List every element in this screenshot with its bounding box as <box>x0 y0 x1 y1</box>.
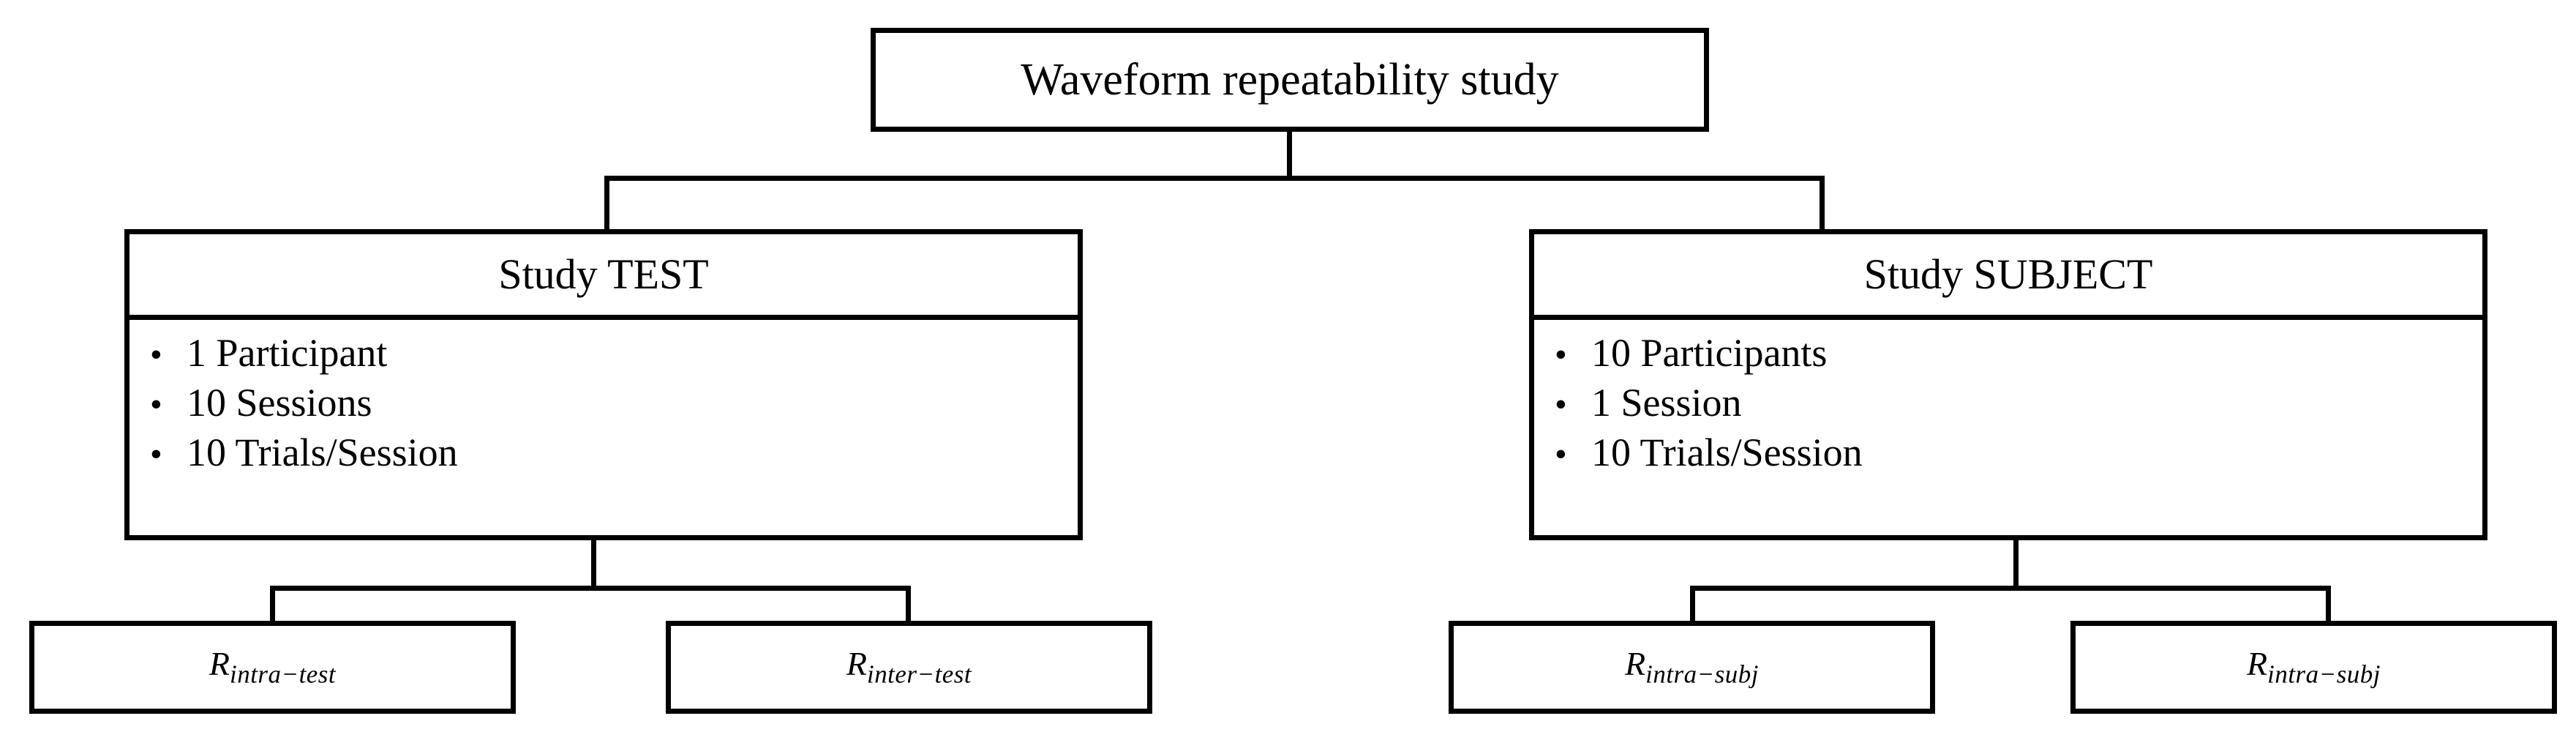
leaf-node-label: Rintra−subj <box>2247 644 2381 689</box>
leaf-base-symbol: R <box>2247 644 2268 682</box>
leaf-base-symbol: R <box>1625 644 1646 682</box>
connector-drop-r-intra-test <box>270 586 275 623</box>
leaf-subscript: intra−subj <box>2267 660 2381 689</box>
root-node-waveform-repeatability-study: Waveform repeatability study <box>871 28 1709 132</box>
connector-drop-study-subject <box>1820 176 1825 231</box>
connector-left-leaf-bus-a <box>270 586 596 591</box>
branch-body-study-subject: • 10 Participants • 1 Session • 10 Trial… <box>1534 320 2482 535</box>
branch-header-study-test: Study TEST <box>129 234 1078 320</box>
list-item: • 1 Participant <box>129 333 1078 383</box>
leaf-node-label: Rintra−subj <box>1625 644 1759 689</box>
connector-study-subject-stem <box>2013 540 2019 590</box>
list-item: • 10 Sessions <box>129 383 1078 433</box>
list-item-label: 10 Trials/Session <box>187 430 458 474</box>
connector-drop-r-inter-test <box>906 586 911 623</box>
bullet-icon: • <box>1555 435 1567 474</box>
root-node-title: Waveform repeatability study <box>1021 55 1559 105</box>
list-item-label: 10 Trials/Session <box>1591 430 1863 474</box>
list-item: • 1 Session <box>1534 383 2482 433</box>
connector-root-stem <box>1287 132 1292 180</box>
leaf-node-r-intra-subj-1: Rintra−subj <box>1449 621 1935 714</box>
branch-header-study-subject: Study SUBJECT <box>1534 234 2482 320</box>
list-item: • 10 Trials/Session <box>129 433 1078 482</box>
leaf-node-r-intra-test: Rintra−test <box>29 621 516 714</box>
connector-right-leaf-bus-a <box>1690 586 2019 591</box>
leaf-node-r-intra-subj-2: Rintra−subj <box>2070 621 2557 714</box>
connector-right-leaf-bus-b <box>2013 586 2331 591</box>
list-item: • 10 Trials/Session <box>1534 433 2482 482</box>
leaf-base-symbol: R <box>846 644 867 682</box>
connector-left-leaf-bus-b <box>591 586 911 591</box>
bullet-icon: • <box>1555 385 1567 424</box>
branch-body-study-test: • 1 Participant • 10 Sessions • 10 Trial… <box>129 320 1078 535</box>
list-item-label: 10 Participants <box>1591 331 1828 375</box>
bullet-icon: • <box>1555 335 1567 374</box>
list-item: • 10 Participants <box>1534 333 2482 383</box>
connector-drop-study-test <box>604 176 609 231</box>
bullet-icon: • <box>150 385 162 424</box>
leaf-subscript: inter−test <box>866 660 972 689</box>
leaf-subscript: intra−subj <box>1645 660 1759 689</box>
leaf-subscript: intra−test <box>230 660 337 689</box>
list-item-label: 10 Sessions <box>187 381 372 425</box>
bullet-icon: • <box>150 435 162 474</box>
connector-top-bus-right <box>1287 176 1825 181</box>
list-item-label: 1 Participant <box>187 331 388 375</box>
connector-top-bus-left <box>604 176 1292 181</box>
leaf-node-label: Rinter−test <box>846 644 972 689</box>
branch-header-label: Study SUBJECT <box>1863 250 2153 298</box>
leaf-base-symbol: R <box>209 644 230 682</box>
leaf-node-r-inter-test: Rinter−test <box>666 621 1152 714</box>
leaf-node-label: Rintra−test <box>209 644 337 689</box>
branch-header-label: Study TEST <box>498 250 709 298</box>
connector-drop-r-intra-subj-2 <box>2326 586 2331 623</box>
connector-study-test-stem <box>591 540 596 590</box>
connector-drop-r-intra-subj-1 <box>1690 586 1695 623</box>
list-item-label: 1 Session <box>1591 381 1742 425</box>
branch-node-study-subject: Study SUBJECT • 10 Participants • 1 Sess… <box>1529 229 2487 540</box>
bullet-icon: • <box>150 335 162 374</box>
branch-node-study-test: Study TEST • 1 Participant • 10 Sessions… <box>124 229 1083 540</box>
